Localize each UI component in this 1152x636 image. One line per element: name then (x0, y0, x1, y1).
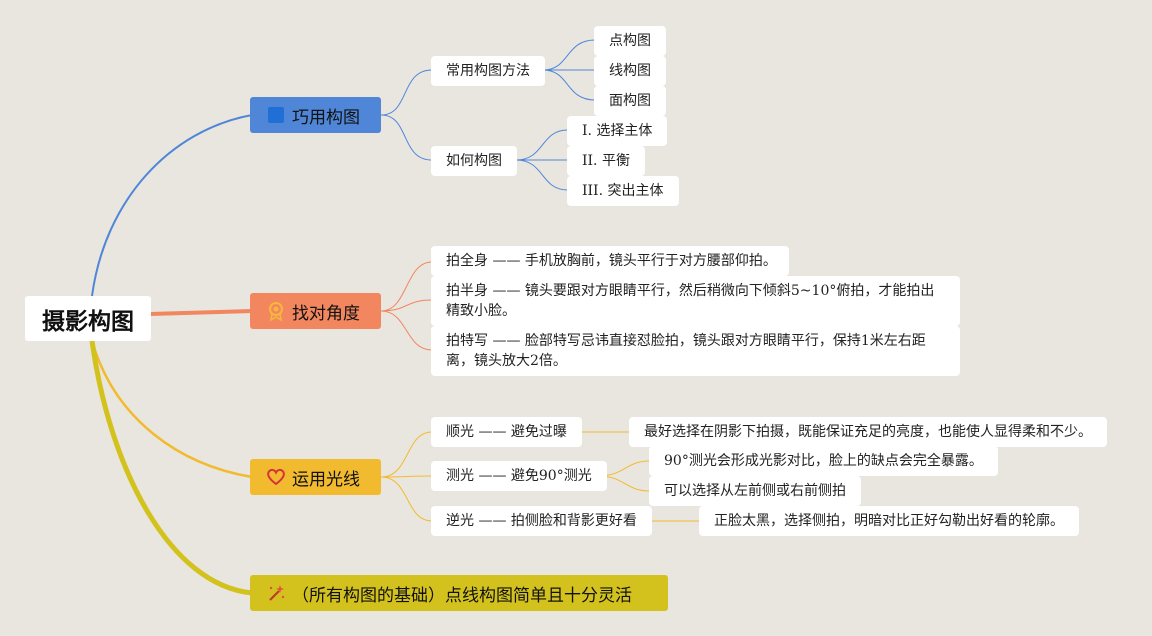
link-root-b1 (91, 114, 253, 297)
branch-foundation[interactable]: （所有构图的基础）点线构图简单且十分灵活 (250, 575, 668, 611)
root-label: 摄影构图 (42, 308, 134, 335)
award-badge-icon (266, 301, 286, 321)
link-b2-c1 (380, 261, 433, 312)
topic-plane[interactable]: 面构图 (594, 86, 666, 116)
link-b2-c3 (380, 310, 433, 351)
topic-point[interactable]: 点构图 (594, 26, 666, 56)
link-c1-l3 (542, 69, 596, 101)
link-b2-c2 (380, 299, 433, 312)
link-root-b3 (90, 340, 253, 479)
topic-side-light[interactable]: 测光 —— 避免90°测光 (431, 461, 607, 491)
root-node[interactable]: 摄影构图 (25, 296, 151, 341)
branch-label: （所有构图的基础）点线构图简单且十分灵活 (292, 585, 632, 606)
topic-side-light-note-1[interactable]: 90°测光会形成光影对比，脸上的缺点会完全暴露。 (649, 446, 998, 476)
link-b3-c2 (380, 475, 433, 478)
link-root-b2 (149, 309, 253, 316)
link-c1-l1 (542, 39, 596, 71)
link-b3-c1 (380, 431, 433, 478)
link-c2-l1 (515, 129, 569, 161)
topic-back-light-note[interactable]: 正脸太黑，选择侧拍，明暗对比正好勾勒出好看的轮廓。 (699, 506, 1079, 536)
link-root-b4 (89, 340, 253, 596)
topic-highlight-subject[interactable]: III. 突出主体 (567, 176, 679, 206)
blue-square-icon (266, 105, 286, 125)
topic-back-light[interactable]: 逆光 —— 拍侧脸和背影更好看 (431, 506, 652, 536)
topic-front-light[interactable]: 顺光 —— 避免过曝 (431, 417, 582, 447)
topic-how-to-compose[interactable]: 如何构图 (431, 146, 517, 176)
branch-angle[interactable]: 找对角度 (250, 293, 381, 329)
branch-composition[interactable]: 巧用构图 (250, 97, 381, 133)
topic-balance[interactable]: II. 平衡 (567, 146, 645, 176)
topic-half-body[interactable]: 拍半身 —— 镜头要跟对方眼睛平行，然后稍微向下倾斜5~10°俯拍，才能拍出精致… (431, 276, 960, 326)
topic-close-up[interactable]: 拍特写 —— 脸部特写忌讳直接怼脸拍，镜头跟对方眼睛平行，保持1米左右距离，镜头… (431, 326, 960, 376)
link-b1-c2 (380, 114, 433, 161)
branch-lighting[interactable]: 运用光线 (250, 459, 381, 495)
branch-label: 运用光线 (292, 469, 360, 490)
topic-side-light-note-2[interactable]: 可以选择从左前侧或右前侧拍 (649, 476, 861, 506)
topic-common-methods[interactable]: 常用构图方法 (431, 56, 545, 86)
topic-choose-subject[interactable]: I. 选择主体 (567, 116, 668, 146)
branch-label: 找对角度 (292, 303, 360, 324)
heart-icon (266, 467, 286, 487)
topic-full-body[interactable]: 拍全身 —— 手机放胸前，镜头平行于对方腰部仰拍。 (431, 246, 789, 276)
link-b3-c3 (380, 476, 433, 522)
magic-wand-icon (266, 583, 286, 603)
branch-label: 巧用构图 (292, 107, 360, 128)
topic-line[interactable]: 线构图 (594, 56, 666, 86)
link-b1-c1 (380, 69, 433, 116)
link-c2-l3 (515, 159, 569, 191)
topic-front-light-note[interactable]: 最好选择在阴影下拍摄，既能保证充足的亮度，也能使人显得柔和不少。 (629, 417, 1107, 447)
